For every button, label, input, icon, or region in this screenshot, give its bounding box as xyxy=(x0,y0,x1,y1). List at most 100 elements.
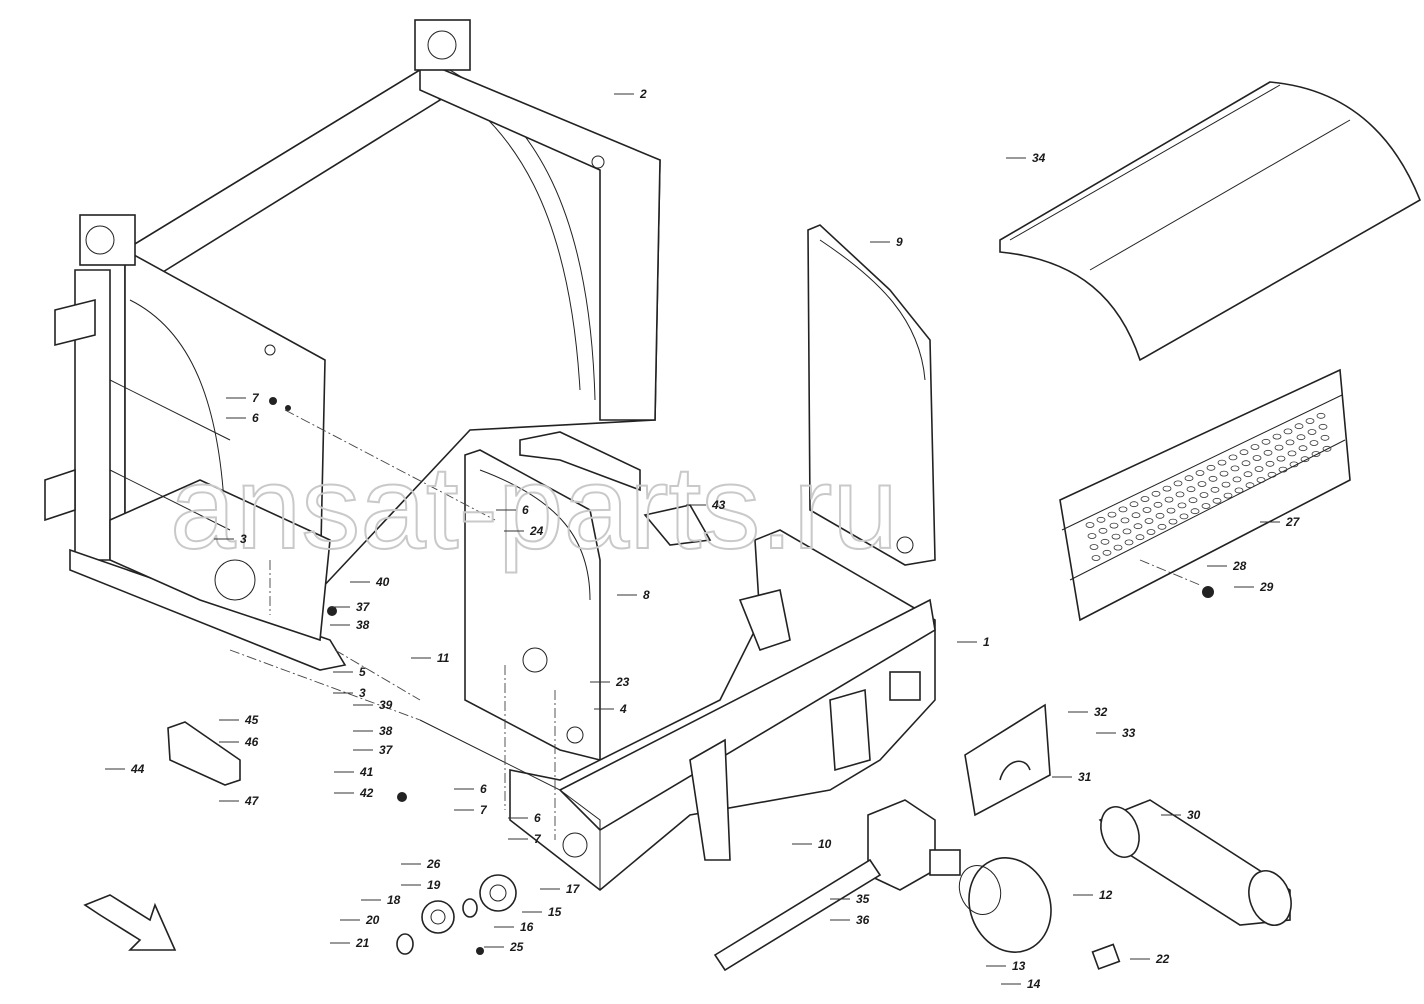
callout-label: 45 xyxy=(244,713,259,727)
perforation-hole xyxy=(1177,502,1187,509)
callout-label: 37 xyxy=(356,600,371,614)
callout-label: 26 xyxy=(426,857,441,871)
callout-label: 9 xyxy=(896,235,903,249)
perforation-hole xyxy=(1113,544,1123,551)
callout-label: 16 xyxy=(520,920,534,934)
callout-label: 39 xyxy=(379,698,393,712)
perforation-hole xyxy=(1267,471,1277,478)
perforation-hole xyxy=(1212,497,1222,504)
callout-label: 2 xyxy=(639,87,647,101)
callout-label: 38 xyxy=(356,618,370,632)
callout-label: 23 xyxy=(615,675,630,689)
perforation-hole xyxy=(1124,539,1134,546)
callout-label: 8 xyxy=(643,588,650,602)
callout-label: 6 xyxy=(534,811,541,825)
callout-label: 6 xyxy=(480,782,487,796)
callout-label: 27 xyxy=(1285,515,1301,529)
callout-label: 30 xyxy=(1187,808,1201,822)
perforation-hole xyxy=(1135,534,1145,541)
callout-label: 40 xyxy=(375,575,390,589)
callout-label: 15 xyxy=(548,905,562,919)
perforation-hole xyxy=(1287,450,1297,457)
perforation-hole xyxy=(1122,528,1132,535)
perforation-hole xyxy=(1252,455,1262,461)
callout-label: 20 xyxy=(365,913,380,927)
perforation-hole xyxy=(1232,476,1242,483)
perforation-hole xyxy=(1250,444,1260,450)
perforation-hole xyxy=(1241,460,1251,467)
perforation-hole xyxy=(1265,460,1275,467)
perforation-hole xyxy=(1245,482,1255,489)
perforation-hole xyxy=(1296,434,1306,441)
perforation-hole xyxy=(1091,555,1101,561)
pto-shaft xyxy=(1098,799,1292,926)
perforation-hole xyxy=(1254,466,1264,472)
perforation-hole xyxy=(1151,490,1161,497)
callout-label: 47 xyxy=(244,794,260,808)
perforation-hole xyxy=(1120,517,1130,524)
small-parts xyxy=(167,397,1214,970)
perforation-hole xyxy=(1144,518,1154,524)
perforation-hole xyxy=(1300,456,1310,463)
perforation-hole xyxy=(1210,486,1220,493)
side-panel-right xyxy=(807,224,936,566)
perforation-hole xyxy=(1087,533,1097,539)
callout-label: 3 xyxy=(240,532,247,546)
callout-label: 35 xyxy=(856,892,870,906)
callout-label: 13 xyxy=(1012,959,1026,973)
perforation-hole xyxy=(1274,444,1284,451)
perforation-hole xyxy=(1153,501,1163,508)
callout-label: 46 xyxy=(244,735,259,749)
perforation-hole xyxy=(1164,496,1174,503)
perforation-hole xyxy=(1283,428,1293,435)
perforation-hole xyxy=(1100,538,1110,545)
perforation-hole xyxy=(1243,471,1253,478)
perforation-hole xyxy=(1228,454,1238,461)
perforation-hole xyxy=(1206,464,1216,471)
perforation-hole xyxy=(1129,501,1139,508)
perforation-hole xyxy=(1186,486,1196,493)
perforation-hole xyxy=(1133,523,1143,530)
callout-label: 32 xyxy=(1094,705,1108,719)
callout-label: 19 xyxy=(427,878,441,892)
perforation-hole xyxy=(1157,523,1167,530)
hopper-box-assembly xyxy=(44,19,661,671)
perforation-hole xyxy=(1155,512,1165,519)
top-cover xyxy=(999,81,1422,362)
callout-label: 17 xyxy=(566,882,581,896)
perforated-plate xyxy=(1059,368,1351,622)
perforation-hole xyxy=(1089,544,1099,550)
perforation-hole xyxy=(1285,439,1295,446)
perforation-hole xyxy=(1261,438,1271,445)
callout-label: 24 xyxy=(529,524,544,538)
callout-label: 22 xyxy=(1155,952,1170,966)
perforation-hole xyxy=(1102,549,1112,556)
callout-label: 14 xyxy=(1027,977,1041,991)
callout-label: 38 xyxy=(379,724,393,738)
callout-label: 34 xyxy=(1032,151,1046,165)
callout-label: 29 xyxy=(1259,580,1274,594)
shroud-plate xyxy=(964,703,1051,817)
callout-label: 28 xyxy=(1232,559,1247,573)
perforation-hole xyxy=(1173,480,1183,487)
perforation-hole xyxy=(1197,481,1207,487)
callout-label: 12 xyxy=(1099,888,1113,902)
perforation-hole xyxy=(1239,449,1249,456)
perforation-hole xyxy=(1223,492,1233,499)
main-frame xyxy=(419,529,936,892)
callout-label: 7 xyxy=(534,832,542,846)
callout-label: 18 xyxy=(387,893,401,907)
callout-label: 1 xyxy=(983,635,990,649)
callout-label: 7 xyxy=(252,391,260,405)
perforation-hole xyxy=(1219,470,1229,477)
callout-label: 3 xyxy=(359,686,366,700)
perforation-hole xyxy=(1307,429,1317,435)
callout-labels: 1233456666777891011121314151617181920212… xyxy=(105,87,1301,991)
perforation-hole xyxy=(1175,491,1185,498)
callout-label: 4 xyxy=(619,702,627,716)
perforation-hole xyxy=(1190,508,1200,515)
callout-label: 11 xyxy=(437,651,450,665)
perforation-hole xyxy=(1199,492,1209,498)
side-panel-left xyxy=(464,449,601,762)
callout-label: 6 xyxy=(522,503,529,517)
